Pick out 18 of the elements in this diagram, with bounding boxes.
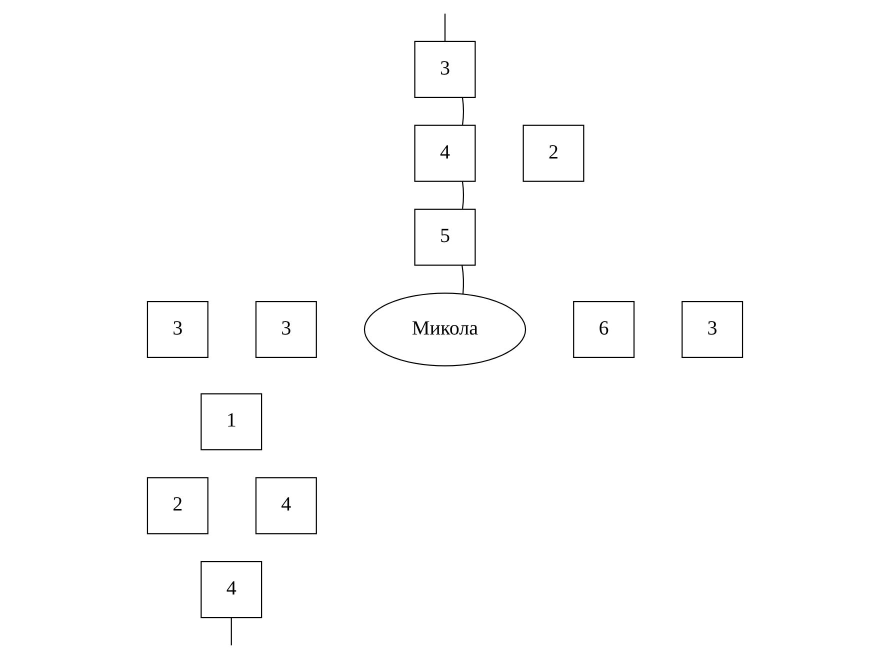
connector: [461, 182, 464, 209]
connector: [230, 618, 232, 646]
connector: [461, 265, 464, 294]
connector: [461, 98, 464, 125]
node-box: 3: [146, 300, 208, 358]
node-box: 4: [200, 561, 262, 618]
connector: [444, 14, 446, 42]
node-box: 4: [254, 477, 316, 534]
node-ellipse: Микола: [363, 292, 526, 366]
node-box: 1: [200, 393, 262, 450]
node-box: 3: [254, 300, 316, 358]
node-box: 2: [146, 477, 208, 534]
node-box: 5: [414, 208, 476, 266]
node-box: 3: [414, 40, 476, 98]
node-box: 3: [681, 300, 743, 358]
node-box: 6: [572, 300, 634, 358]
node-box: 4: [414, 124, 476, 182]
node-box: 2: [522, 124, 584, 182]
